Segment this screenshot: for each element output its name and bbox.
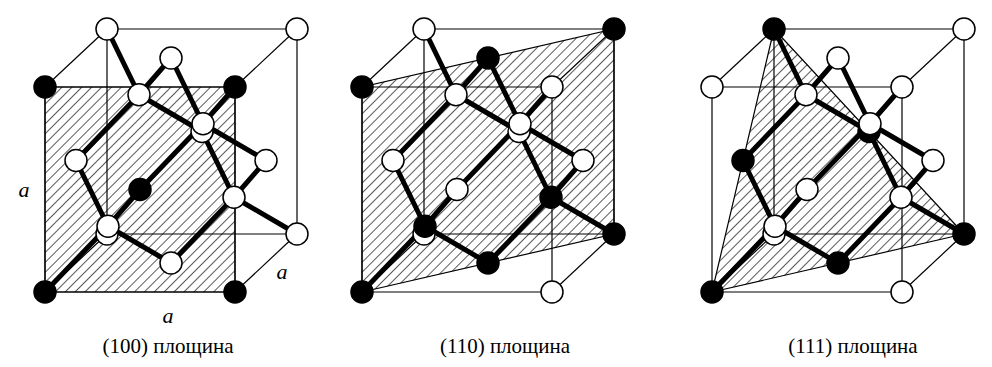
atom <box>286 223 308 245</box>
plane-caption: (100) площина <box>103 336 234 357</box>
atom <box>351 281 373 303</box>
atom <box>701 76 723 98</box>
atom <box>446 179 468 201</box>
cube-edge <box>296 29 297 234</box>
atom <box>603 18 625 40</box>
unit-cell <box>34 18 308 303</box>
atom <box>827 47 849 69</box>
atom <box>603 223 625 245</box>
unit-cell <box>351 18 625 303</box>
atom <box>541 76 563 98</box>
atom <box>701 281 723 303</box>
atom <box>286 18 308 40</box>
atom <box>891 76 913 98</box>
atom <box>477 47 499 69</box>
cube-edge <box>774 28 964 29</box>
bond-line <box>76 95 139 161</box>
atom <box>255 150 277 172</box>
hatched-plane <box>45 87 235 292</box>
cube-edge <box>45 29 107 87</box>
hatched-plane <box>712 29 964 292</box>
atom <box>65 150 87 172</box>
atom <box>922 150 944 172</box>
atom <box>732 150 754 172</box>
atom <box>541 281 563 303</box>
hatched-plane <box>362 29 614 292</box>
atom <box>509 113 531 135</box>
atom <box>34 281 56 303</box>
atom <box>223 186 245 208</box>
plane-caption: (110) площина <box>440 336 570 357</box>
atom <box>796 179 818 201</box>
atom <box>129 179 151 201</box>
plane-caption: (111) площина <box>788 336 917 357</box>
unit-cell <box>701 18 975 303</box>
cube-edge <box>712 291 902 292</box>
atom <box>953 223 975 245</box>
cube-edge <box>235 234 297 292</box>
cube-edge <box>235 29 297 87</box>
dimension-label: a <box>277 261 288 283</box>
atom <box>414 215 436 237</box>
atom <box>827 252 849 274</box>
atom <box>763 18 785 40</box>
atom <box>572 150 594 172</box>
atom <box>351 76 373 98</box>
atom <box>445 84 467 106</box>
bond-line <box>488 197 551 263</box>
cube-edge <box>963 29 964 234</box>
atom <box>382 150 404 172</box>
atom <box>34 76 56 98</box>
cube-edge <box>424 28 614 29</box>
cube-edge <box>362 291 552 292</box>
dimension-label: a <box>19 179 30 201</box>
dimension-label: a <box>163 305 174 327</box>
bond-line <box>171 197 234 263</box>
atom <box>540 186 562 208</box>
atom <box>890 186 912 208</box>
atom <box>764 215 786 237</box>
atom <box>891 281 913 303</box>
atom <box>128 84 150 106</box>
atom <box>96 18 118 40</box>
atom <box>795 84 817 106</box>
bond-line <box>743 95 806 161</box>
atom <box>160 47 182 69</box>
cube-edge <box>902 29 964 87</box>
atom <box>477 252 499 274</box>
atom <box>953 18 975 40</box>
cube-edge <box>711 87 712 292</box>
bond-line <box>393 95 456 161</box>
atom <box>97 215 119 237</box>
atom <box>413 18 435 40</box>
atom <box>859 113 881 135</box>
bond-line <box>838 197 901 263</box>
atom <box>160 252 182 274</box>
atom <box>224 281 246 303</box>
cube-edge <box>107 28 297 29</box>
atom <box>192 113 214 135</box>
atom <box>224 76 246 98</box>
